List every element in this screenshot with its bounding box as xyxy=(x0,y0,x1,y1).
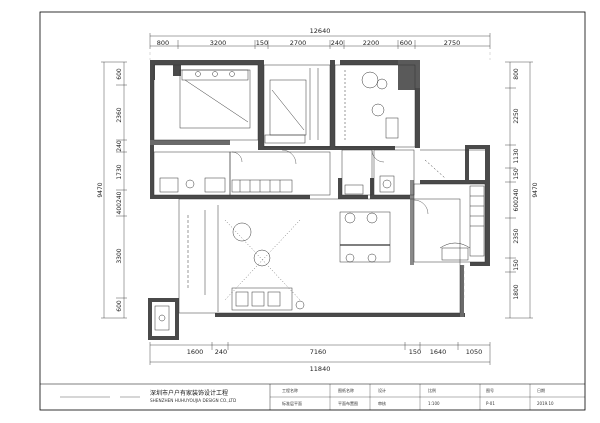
left-dim-7: 600 xyxy=(116,300,123,312)
right-dim-2: 2250 xyxy=(513,108,520,123)
bottom-total-dimension: 11840 xyxy=(310,365,331,373)
right-dim-3: 1130 xyxy=(513,148,520,163)
title-cell-label-3: 设计 xyxy=(378,387,386,393)
top-dimension-chain: 12640 800 3200 150 2700 240 2200 600 275… xyxy=(149,27,491,49)
left-dim-6: 3300 xyxy=(116,248,123,263)
top-dim-5: 240 xyxy=(331,39,343,47)
bottom-dim-1: 1600 xyxy=(187,348,204,356)
bathroom-fixtures xyxy=(159,175,395,195)
dining-table xyxy=(339,211,391,263)
top-dim-1: 800 xyxy=(157,39,169,47)
right-dim-1: 800 xyxy=(513,68,520,80)
master-bed xyxy=(179,69,251,129)
title-block: 深圳市户户有家装饰设计工程 SHENZHEN HUHUYOUJIA DESIGN… xyxy=(40,383,585,410)
top-dim-2: 3200 xyxy=(210,39,227,47)
left-dim-3: 240 xyxy=(116,140,123,152)
title-cell-value-2: 平面布置图 xyxy=(338,400,358,406)
sheet-border xyxy=(39,11,586,411)
title-cell-label-1: 工程名称 xyxy=(282,387,298,393)
title-cell-label-4: 比例 xyxy=(428,387,436,393)
title-cell-value-1: 标准层平面 xyxy=(282,400,302,406)
left-total-dimension: 9470 xyxy=(97,182,104,197)
title-cell-value-6: 2019.10 xyxy=(537,401,554,406)
second-bed xyxy=(264,68,319,144)
bottom-dim-5: 1640 xyxy=(430,348,447,356)
left-dim-4: 1730 xyxy=(116,164,123,179)
bottom-dim-6: 1050 xyxy=(466,348,483,356)
walls xyxy=(148,60,490,340)
third-room-furniture xyxy=(344,70,399,140)
top-total-dimension: 12640 xyxy=(310,27,331,35)
right-dim-5: 600240 xyxy=(513,188,520,211)
top-dim-7: 600 xyxy=(400,39,412,47)
title-cell-label-5: 图号 xyxy=(486,387,494,393)
left-dim-2: 2360 xyxy=(116,107,123,122)
left-dim-5: 400240 xyxy=(116,191,123,214)
axis-lines xyxy=(149,52,491,300)
company-name: 深圳市户户有家装饰设计工程 xyxy=(150,389,228,397)
title-cell-value-5: P-01 xyxy=(486,401,495,406)
right-dim-6: 2350 xyxy=(513,228,520,243)
bottom-dim-3: 7160 xyxy=(310,348,327,356)
right-dimension-chain: 9470 800 2250 1130 150 600240 2350 150 1… xyxy=(505,61,539,319)
balcony-fixture xyxy=(154,305,170,331)
title-cell-value-4: 1:100 xyxy=(428,401,440,406)
left-dim-1: 600 xyxy=(116,68,123,80)
top-dim-8: 2750 xyxy=(444,39,461,47)
bottom-dim-2: 240 xyxy=(215,348,227,356)
interior-lines xyxy=(153,64,486,314)
left-dimension-chain: 9470 600 2360 240 1730 400240 3300 600 xyxy=(97,61,127,319)
bottom-dimension-chain: 1600 240 7160 150 1640 1050 11840 xyxy=(149,342,491,373)
right-dim-7: 150 xyxy=(513,259,520,271)
top-dim-6: 2200 xyxy=(363,39,380,47)
door-swings xyxy=(231,149,429,215)
living-room-furniture xyxy=(187,205,305,312)
company-name-en: SHENZHEN HUHUYOUJIA DESIGN CO.,LTD xyxy=(150,398,236,403)
top-dim-3: 150 xyxy=(256,39,268,47)
top-dim-4: 2700 xyxy=(290,39,307,47)
title-cell-label-2: 图纸名称 xyxy=(338,387,354,393)
right-total-dimension: 9470 xyxy=(532,182,539,197)
right-dim-4: 150 xyxy=(513,168,520,180)
kitchen-counter xyxy=(424,159,485,261)
bottom-dim-4: 150 xyxy=(409,348,421,356)
title-cell-label-6: 日期 xyxy=(537,387,545,393)
title-cell-value-3: 审核 xyxy=(378,400,386,406)
right-dim-8: 1800 xyxy=(513,284,520,299)
